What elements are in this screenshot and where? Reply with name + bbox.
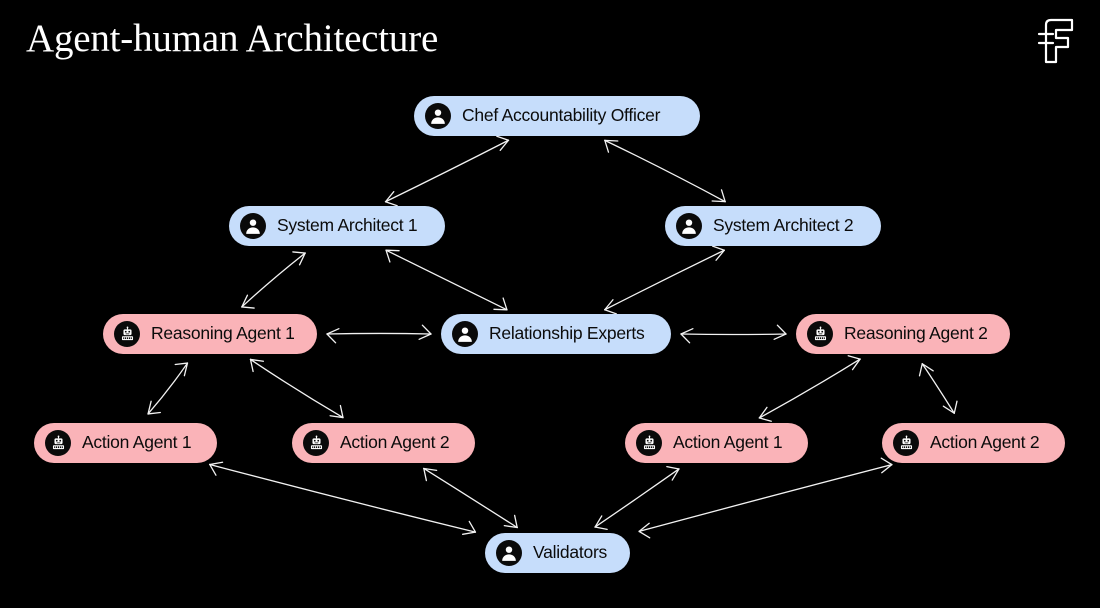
node-label: System Architect 1 xyxy=(277,217,417,235)
robot-icon xyxy=(303,430,329,456)
robot-icon xyxy=(893,430,919,456)
robot-icon xyxy=(807,321,833,347)
page-title: Agent-human Architecture xyxy=(26,16,438,61)
node-re[interactable]: Relationship Experts xyxy=(441,314,671,354)
robot-icon xyxy=(114,321,140,347)
robot-icon xyxy=(45,430,71,456)
person-icon xyxy=(452,321,478,347)
node-sa2[interactable]: System Architect 2 xyxy=(665,206,881,246)
node-label: Chef Accountability Officer xyxy=(462,107,660,125)
node-label: Relationship Experts xyxy=(489,325,645,343)
node-label: Action Agent 2 xyxy=(340,434,449,452)
node-aa2r[interactable]: Action Agent 2 xyxy=(882,423,1065,463)
node-ra2[interactable]: Reasoning Agent 2 xyxy=(796,314,1010,354)
f-monogram-logo xyxy=(1032,16,1078,64)
node-label: System Architect 2 xyxy=(713,217,853,235)
node-label: Action Agent 1 xyxy=(673,434,782,452)
node-label: Action Agent 1 xyxy=(82,434,191,452)
person-icon xyxy=(676,213,702,239)
node-aa1l[interactable]: Action Agent 1 xyxy=(34,423,217,463)
node-cao[interactable]: Chef Accountability Officer xyxy=(414,96,700,136)
node-label: Validators xyxy=(533,544,607,562)
node-ra1[interactable]: Reasoning Agent 1 xyxy=(103,314,317,354)
robot-icon xyxy=(636,430,662,456)
node-label: Reasoning Agent 1 xyxy=(151,325,295,343)
node-label: Reasoning Agent 2 xyxy=(844,325,988,343)
person-icon xyxy=(496,540,522,566)
person-icon xyxy=(240,213,266,239)
node-label: Action Agent 2 xyxy=(930,434,1039,452)
node-val[interactable]: Validators xyxy=(485,533,630,573)
node-sa1[interactable]: System Architect 1 xyxy=(229,206,445,246)
node-aa2l[interactable]: Action Agent 2 xyxy=(292,423,475,463)
node-aa1r[interactable]: Action Agent 1 xyxy=(625,423,808,463)
person-icon xyxy=(425,103,451,129)
